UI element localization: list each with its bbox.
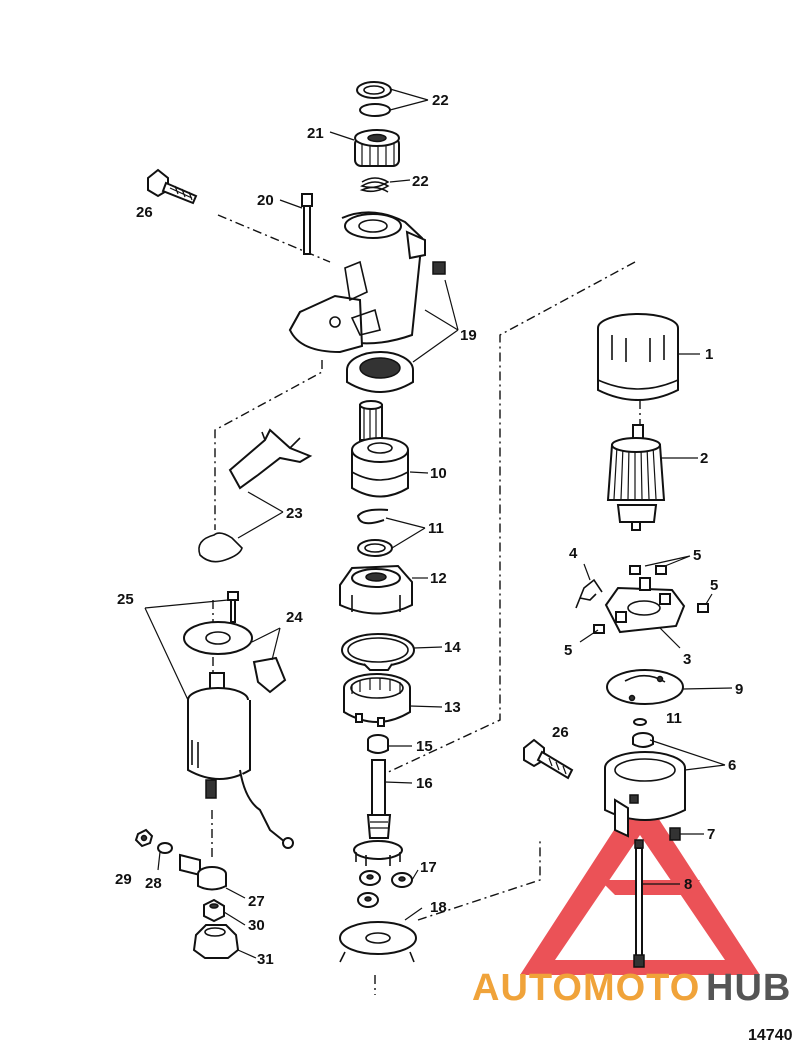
nut-30: [203, 898, 225, 923]
callout-p22a: 22: [432, 92, 449, 109]
washer-28: [157, 842, 173, 854]
bolt-26: [147, 168, 198, 205]
armature-2: [606, 424, 666, 531]
callout-p27: 27: [248, 893, 265, 910]
callout-p14: 14: [444, 639, 461, 656]
callout-p4: 4: [569, 545, 578, 562]
callout-p19: 19: [460, 327, 477, 344]
washer-18: [339, 921, 417, 963]
through-bolt-8: [633, 839, 645, 968]
watermark-text-colored: AUTOMOTO: [472, 967, 700, 1009]
watermark-wordmark: AUTOMOTO HUB: [472, 967, 791, 1009]
screw-7: [669, 827, 681, 841]
callout-p16: 16: [416, 775, 433, 792]
callout-p5b: 5: [710, 577, 718, 594]
bolt-20: [301, 193, 313, 255]
callout-p2: 2: [700, 450, 708, 467]
callout-p9: 9: [735, 681, 743, 698]
alignment-lines: [211, 214, 641, 995]
callout-p20: 20: [257, 192, 274, 209]
callout-p28: 28: [145, 875, 162, 892]
watermark-triangle: [520, 790, 760, 975]
shaft-16: [353, 759, 403, 866]
figure-number: 14740: [748, 1027, 793, 1044]
brush-holder-3: [604, 577, 686, 634]
bolt-26-right: [523, 738, 574, 780]
callout-p18: 18: [430, 899, 447, 916]
rings-22: [356, 81, 392, 117]
callout-p3: 3: [683, 651, 691, 668]
callout-p10: 10: [430, 465, 447, 482]
callout-p24: 24: [286, 609, 303, 626]
callout-p6: 6: [728, 757, 736, 774]
callout-p7: 7: [707, 826, 715, 843]
callout-p25: 25: [117, 591, 134, 608]
planet-gears-17: [357, 870, 413, 908]
spring-22: [359, 177, 390, 193]
callout-p8: 8: [684, 876, 692, 893]
callout-p23: 23: [286, 505, 303, 522]
callout-p11b: 11: [666, 710, 682, 727]
bushing-6: [632, 732, 654, 748]
callout-p17: 17: [420, 859, 437, 876]
screw-25: [227, 591, 239, 623]
callout-p12: 12: [430, 570, 447, 587]
end-cover-6: [604, 751, 686, 838]
callout-p26b: 26: [552, 724, 569, 741]
watermark-text-dark: HUB: [706, 967, 791, 1009]
pinion-gear-21: [354, 129, 400, 167]
callout-p30: 30: [248, 917, 265, 934]
callout-p26a: 26: [136, 204, 153, 221]
callout-labels: 22 21 22 26 20 19 1 2 10 23 11 4 5 12 5 …: [115, 92, 743, 968]
callout-p13: 13: [444, 699, 461, 716]
shift-fork-23: [198, 428, 313, 563]
terminal-27: [179, 853, 227, 891]
clutch-10: [351, 400, 409, 498]
callout-p11a: 11: [428, 520, 444, 537]
callout-p1: 1: [705, 346, 713, 363]
bushing-15: [367, 734, 389, 754]
brushes-5: [593, 565, 709, 634]
callout-p31: 31: [257, 951, 274, 968]
leader-lines: [144, 88, 733, 959]
brush-lead-4: [575, 578, 603, 609]
seal-ring-14: [341, 633, 415, 671]
callout-p15: 15: [416, 738, 433, 755]
callout-p5c: 5: [564, 642, 572, 659]
insulator-9: [606, 669, 684, 705]
boot-31: [192, 924, 240, 959]
gear-housing-12: [339, 564, 413, 615]
drive-housing: [288, 211, 446, 354]
callout-p21: 21: [307, 125, 324, 142]
solenoid-25: [187, 672, 294, 849]
callout-p29: 29: [115, 871, 132, 888]
plate-24: [183, 621, 287, 694]
internal-gear-13: [343, 673, 411, 727]
callout-p22b: 22: [412, 173, 429, 190]
washer-11: [633, 718, 647, 726]
callout-p5a: 5: [693, 547, 701, 564]
snap-ring-11: [356, 508, 393, 557]
bearing-19: [346, 351, 414, 393]
nut-29: [134, 828, 154, 848]
yoke-1: [597, 313, 679, 401]
